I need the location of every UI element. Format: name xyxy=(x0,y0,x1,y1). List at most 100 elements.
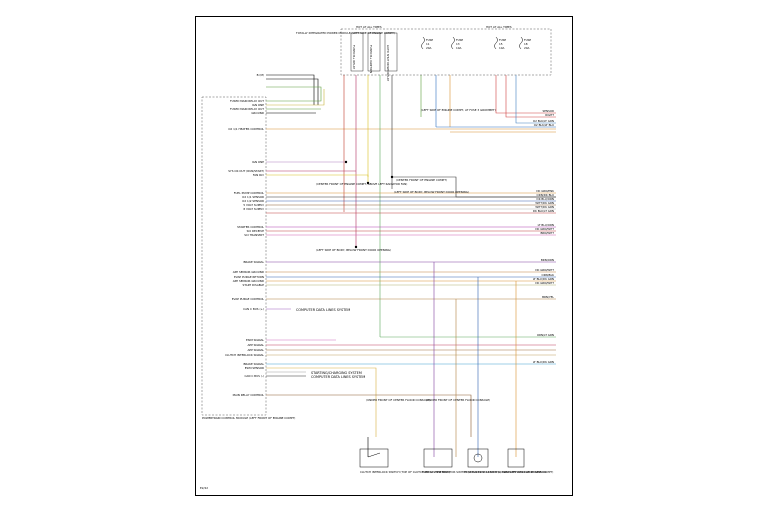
ecm-pin-label: O2 1/1 SENSOR xyxy=(242,195,264,199)
right-wire-label: WHT/DK GRN xyxy=(535,205,554,209)
right-wire-label: LT BLU/DK GRN xyxy=(533,360,554,364)
right-wire-label: LT BLU/DK GRN xyxy=(533,277,554,281)
right-wire-label: DK BLU/ORN xyxy=(537,197,554,201)
ecm-pin-label: MAIN RELAY CONTROL xyxy=(233,393,265,397)
right-wire-label: LT BLU/ORN xyxy=(538,223,554,227)
ref-note-2: STARTING/CHARGING SYSTEM xyxy=(311,371,362,375)
svg-text:EVAP PURGE SOLENOID (LOWER LEF: EVAP PURGE SOLENOID (LOWER LEFT REAR OF … xyxy=(464,470,553,474)
ref-note-1: COMPUTER DATA LINES SYSTEM xyxy=(296,308,350,312)
right-wire-label: DK GRN/WHT xyxy=(535,268,554,272)
ecm-pin-label: FUSED MAIN RELAY OUT xyxy=(230,107,264,111)
svg-text:EVAP SYSTEM MONITOR SWITCH (NE: EVAP SYSTEM MONITOR SWITCH (NEAR EVAP CA… xyxy=(422,470,501,474)
svg-text:FUSE: FUSE xyxy=(456,38,463,42)
ecm-pin-label: O2 1/1 HEATER CONTROL xyxy=(228,127,264,131)
ecm-pin-label: CAN C BUS (-) xyxy=(244,374,264,378)
fuse-2: FUSE 13 10A xyxy=(451,36,463,50)
right-wire-label: BRN/WHT xyxy=(541,231,555,235)
svg-text:18: 18 xyxy=(524,42,528,46)
right-wire-label: O2 BLK/LT BLU xyxy=(534,123,554,127)
ecm-pin-label: 5 VOLT SUPPLY xyxy=(243,203,264,207)
ipm-label: TOTALLY INTEGRATED POWER MODULE (LEFT SI… xyxy=(295,31,395,35)
right-wire-label: DK GRN/PNK xyxy=(536,189,554,193)
splice-note-2: (LEFT SIDE OF BODY, BELOW FRONT DOOR OPE… xyxy=(316,248,391,252)
ecm-pin-label: START DISABLE xyxy=(243,283,265,287)
svg-text:10A: 10A xyxy=(499,46,505,50)
clutch-interlock-switch: CLUTCH INTERLOCK SWITCH (TOP OF CLUTCH P… xyxy=(359,448,450,474)
right-wire-label: DK GRN/WHT xyxy=(535,281,554,285)
ecm-pin-label: SCI RECEIVE xyxy=(247,229,265,233)
ecm-pin-label: APP SENSOR GROUND xyxy=(233,270,264,274)
ecm-pin-label: BRAKE SIGNAL xyxy=(244,260,265,264)
right-wire-label: DK GRN/WHT xyxy=(535,227,554,231)
svg-text:FUSE: FUSE xyxy=(499,38,506,42)
ecm-pin-label: FUSED MAIN RELAY OUT xyxy=(230,99,264,103)
power-module-box xyxy=(340,28,552,76)
svg-text:13: 13 xyxy=(456,42,460,46)
ecm-pin-label: IGN ONE xyxy=(252,103,264,107)
ecm-box xyxy=(201,96,267,416)
wiring-diagram-sheet: HOT AT ALL TIMES HOT AT ALL TIMES TOTALL… xyxy=(195,16,573,496)
right-wire-label: BRN/YEL xyxy=(542,295,554,299)
evap-purge-solenoid: EVAP PURGE SOLENOID (LOWER LEFT REAR OF … xyxy=(464,448,553,474)
ecm-pin-label: APP SENSOR GROUND xyxy=(233,279,264,283)
page-code: E2/22 xyxy=(200,486,208,490)
relay-box-2 xyxy=(367,32,381,72)
ecm-pin-label: FUEL PUMP CONTROL xyxy=(234,191,265,195)
ecm-pin-label: ESIM SIGNAL xyxy=(246,338,264,342)
svg-text:10A: 10A xyxy=(456,46,462,50)
svg-text:TRANSMISSION RANGE SENSOR: TRANSMISSION RANGE SENSOR xyxy=(501,470,546,474)
right-wire-label: WHT/DK GRN xyxy=(535,201,554,205)
fuse-1: FUSE 11 20A xyxy=(421,36,433,50)
evap-monitor-switch: EVAP SYSTEM MONITOR SWITCH (NEAR EVAP CA… xyxy=(422,448,501,474)
floor-note-1: (UNDER FRONT OF CENTER FLOOR CONSOLE) xyxy=(366,398,430,402)
right-wire-label: ORN/BLK xyxy=(542,273,555,277)
ecm-pin-label: EVAP PURGE CONTROL xyxy=(232,297,265,301)
relay-3-label: AUTO SHUT DOWN RELAY xyxy=(386,45,390,81)
svg-text:15: 15 xyxy=(499,42,503,46)
ecm-pin-label: BRAKE SIGNAL xyxy=(244,362,265,366)
svg-text:FUSE: FUSE xyxy=(426,38,433,42)
right-wire-label: O2 BLK/LT GRN xyxy=(533,119,554,123)
svg-text:FUSE: FUSE xyxy=(524,38,531,42)
transmission-range-sensor: TRANSMISSION RANGE SENSOR xyxy=(501,448,546,474)
hot-run-label: HOT AT ALL TIMES xyxy=(356,25,382,29)
right-wire-label: BRN/ORN xyxy=(541,258,554,262)
ecm-pin-label: APP SIGNAL xyxy=(247,343,264,347)
ecm-pin-label: CLUTCH INTERLOCK SIGNAL xyxy=(225,353,264,357)
relay-box-1 xyxy=(350,32,364,72)
splice-note-3: (CENTER FRONT OF ENGINE COMPT) xyxy=(396,178,447,182)
ecm-pin-label: STARTER CONTROL xyxy=(237,225,264,229)
svg-text:20A: 20A xyxy=(524,46,530,50)
ecm-pin-label: APP SIGNAL xyxy=(247,348,264,352)
right-wire-label: ORN/DK BLU xyxy=(537,193,554,197)
ecm-pin-label: B (M) xyxy=(257,73,264,77)
floor-note-2: (UNDER FRONT OF CENTER FLOOR CONSOLE) xyxy=(426,398,490,402)
ecm-pin-label: O2 1/2 SENSOR xyxy=(242,199,264,203)
fuse-3: FUSE 15 10A xyxy=(494,36,506,50)
fuse-4: FUSE 18 20A xyxy=(519,36,531,50)
hot-all-label: HOT AT ALL TIMES xyxy=(486,25,512,29)
ecm-pin-label: 8 VOLT SUPPLY xyxy=(243,207,264,211)
right-wire-label: DK BLU/LT GRN xyxy=(533,209,554,213)
ecm-pin-label: CAN C BUS (+) xyxy=(243,307,264,311)
ref-note-3: COMPUTER DATA LINES SYSTEM xyxy=(311,375,365,379)
right-wire-label: SENSOR xyxy=(542,109,554,113)
right-wire-label: RIGHT xyxy=(545,113,554,117)
svg-text:CLUTCH INTERLOCK SWITCH (TOP O: CLUTCH INTERLOCK SWITCH (TOP OF CLUTCH P… xyxy=(360,470,450,474)
ecm-pin-label: SCI TRANSMIT xyxy=(244,233,264,237)
splice-note-5: (LEFT SIDE OF ENGINE COMPT, AT FUSE 3 GR… xyxy=(421,108,496,112)
relay-1-label: FUSED B+ RELAY xyxy=(352,45,356,69)
relay-box-3 xyxy=(384,32,398,72)
splice-note-4: (LEFT SIDE OF BODY, BELOW FRONT DOOR OPE… xyxy=(394,190,469,194)
ecm-pin-label: SYS OK OUT (RUN/START) xyxy=(228,169,264,173)
ecm-pin-label: FAN RLY xyxy=(253,173,264,177)
ecm-pin-label: EVAP PURGE RETURN xyxy=(234,275,264,279)
ecm-pin-label: GROUND xyxy=(251,111,264,115)
relay-2-label: FUSED B+ IGNITION xyxy=(369,45,373,73)
svg-text:20A: 20A xyxy=(426,46,432,50)
ecm-pin-label: ESIM SENSOR xyxy=(245,366,264,370)
wiring-diagram: HOT AT ALL TIMES HOT AT ALL TIMES TOTALL… xyxy=(200,25,556,490)
splice-note-1: (CENTER FRONT OF ENGINE COMPT, ABOVE LEF… xyxy=(316,182,407,186)
